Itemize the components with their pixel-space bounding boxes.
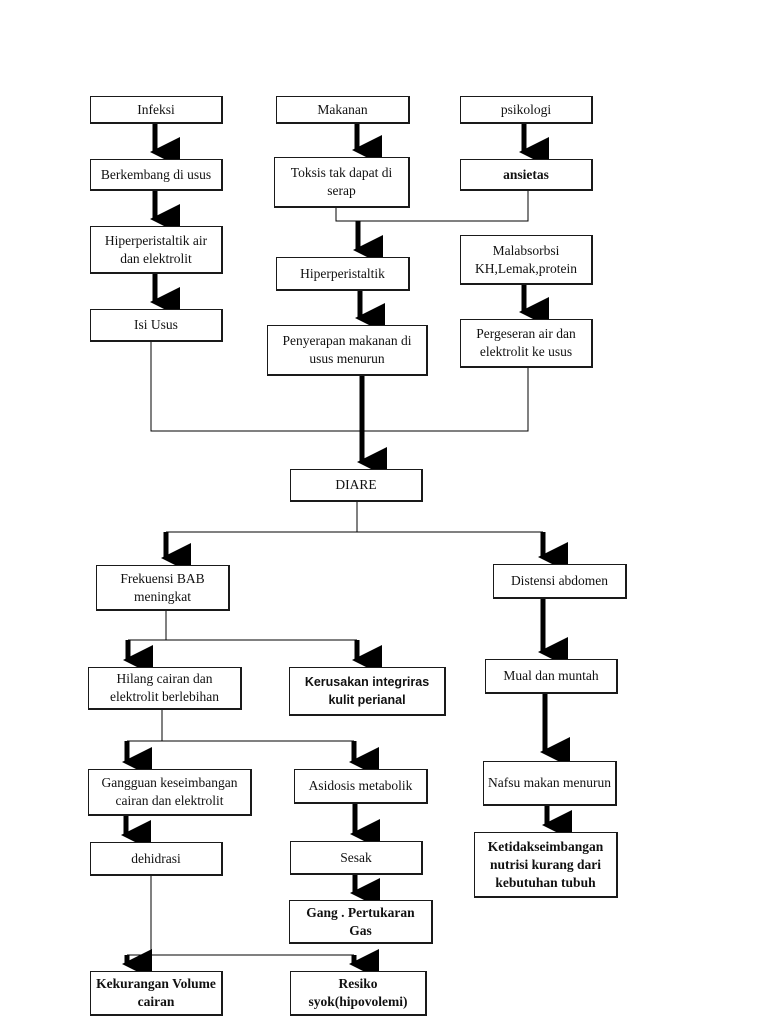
node-frekuensi-label: Frekuensi BAB meningkat	[120, 570, 205, 604]
node-gang-pertukaran-label: Gang . Pertukaran Gas	[306, 904, 415, 938]
node-psikologi: psikologi	[460, 96, 593, 124]
node-malabsorbsi-label: Malabsorbsi KH,Lemak,protein	[475, 242, 577, 276]
node-hilang-cairan-label: Hilang cairan dan elektrolit berlebihan	[109, 671, 220, 704]
line-toksis-ansietas	[335, 190, 529, 222]
node-hiperperistaltik-air: Hiperperistaltik air dan elektrolit	[90, 226, 223, 274]
node-asidosis-label: Asidosis metabolik	[308, 778, 413, 793]
node-makanan: Makanan	[276, 96, 410, 124]
node-toksis-label: Toksis tak dapat di serap	[290, 165, 393, 198]
node-kekurangan-label: Kekurangan Volume cairan	[96, 976, 216, 1009]
node-ketidakseimbangan: Ketidakseimbangan nutrisi kurang dari ke…	[474, 832, 618, 898]
node-mual: Mual dan muntah	[485, 659, 618, 694]
node-dehidrasi: dehidrasi	[90, 842, 223, 876]
node-dehidrasi-label: dehidrasi	[131, 850, 181, 866]
node-pergeseran: Pergeseran air dan elektrolit ke usus	[460, 319, 593, 368]
node-hiperperistaltik: Hiperperistaltik	[276, 257, 410, 291]
node-infeksi: Infeksi	[90, 96, 223, 124]
node-isi-usus: Isi Usus	[90, 309, 223, 342]
node-ketidakseimbangan-label: Ketidakseimbangan nutrisi kurang dari ke…	[487, 838, 604, 890]
node-malabsorbsi: Malabsorbsi KH,Lemak,protein	[460, 235, 593, 285]
node-distensi-label: Distensi abdomen	[510, 573, 609, 588]
node-kerusakan-label: Kerusakan integriras kulit perianal	[304, 675, 430, 707]
node-pergeseran-label: Pergeseran air dan elektrolit ke usus	[476, 326, 576, 359]
node-gangguan-label: Gangguan keseimbangan cairan dan elektro…	[101, 775, 238, 808]
node-psikologi-label: psikologi	[500, 101, 552, 117]
node-makanan-label: Makanan	[317, 101, 368, 117]
line-isiusus-merge	[150, 341, 362, 432]
node-asidosis: Asidosis metabolik	[294, 769, 428, 804]
node-sesak-label: Sesak	[340, 849, 372, 865]
node-hiperperistaltik-label: Hiperperistaltik	[300, 265, 385, 281]
node-kerusakan: Kerusakan integriras kulit perianal	[289, 667, 446, 716]
line-pergeseran-merge	[362, 367, 529, 432]
node-penyerapan-label: Penyerapan makanan di usus menurun	[282, 333, 412, 366]
node-resiko-label: Resiko syok(hipovolemi)	[308, 976, 408, 1009]
node-mual-label: Mual dan muntah	[503, 668, 599, 683]
node-diare: DIARE	[290, 469, 423, 502]
node-nafsu: Nafsu makan menurun	[483, 761, 617, 806]
node-resiko: Resiko syok(hipovolemi)	[290, 971, 427, 1016]
node-nafsu-label: Nafsu makan menurun	[488, 775, 611, 790]
node-berkembang: Berkembang di usus	[90, 159, 223, 191]
node-kekurangan: Kekurangan Volume cairan	[90, 971, 223, 1016]
node-ansietas: ansietas	[460, 159, 593, 191]
node-toksis: Toksis tak dapat di serap	[274, 157, 410, 208]
node-gang-pertukaran: Gang . Pertukaran Gas	[289, 900, 433, 944]
node-sesak: Sesak	[290, 841, 423, 875]
node-ansietas-label: ansietas	[503, 166, 549, 182]
node-hilang-cairan: Hilang cairan dan elektrolit berlebihan	[88, 667, 242, 710]
node-gangguan: Gangguan keseimbangan cairan dan elektro…	[88, 769, 252, 816]
node-diare-label: DIARE	[335, 477, 377, 492]
node-infeksi-label: Infeksi	[137, 101, 175, 117]
node-hiperperistaltik-air-label: Hiperperistaltik air dan elektrolit	[104, 232, 208, 266]
node-frekuensi: Frekuensi BAB meningkat	[96, 565, 230, 611]
node-penyerapan: Penyerapan makanan di usus menurun	[267, 325, 428, 376]
node-isi-usus-label: Isi Usus	[134, 317, 178, 332]
node-berkembang-label: Berkembang di usus	[100, 166, 212, 182]
node-distensi: Distensi abdomen	[493, 564, 627, 599]
